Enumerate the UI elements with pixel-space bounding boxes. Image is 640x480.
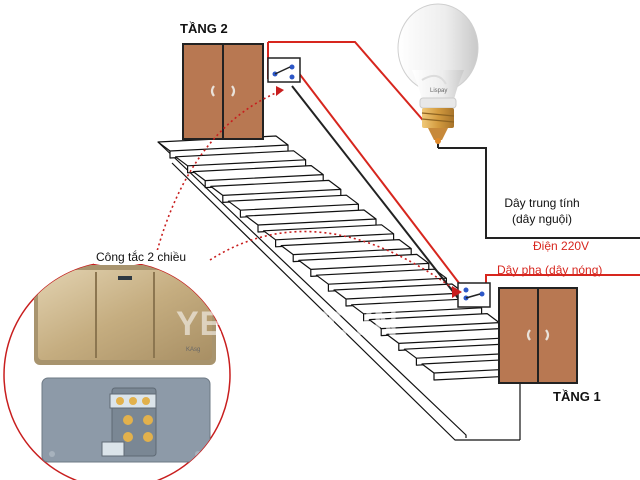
neutral-wire-label-line2: (dây nguội)	[511, 212, 573, 226]
staircase	[157, 135, 553, 441]
door-icon	[182, 43, 264, 140]
wire-to-bulb-red	[268, 41, 436, 135]
switch-caption: Công tắc 2 chiều	[94, 250, 189, 264]
connector-arrows	[155, 91, 459, 293]
stair-steps	[157, 135, 553, 381]
wire-traveler-1	[297, 71, 463, 288]
arrow-to-top-switch	[155, 91, 279, 256]
wire-traveler-2	[291, 85, 459, 299]
wires	[267, 41, 640, 299]
wire-neutral	[438, 147, 640, 239]
switch-bottom-floor-1	[457, 282, 491, 308]
neutral-wire-label-line1: Dây trung tính	[504, 196, 580, 210]
switch-brand-label: KAsg	[186, 347, 201, 353]
wire-phase-in	[485, 274, 640, 289]
light-bulb-icon	[397, 3, 479, 144]
arrow-to-bottom-switch	[209, 230, 459, 293]
door-icon	[498, 287, 578, 384]
watermark: YENPHAT.VN	[176, 305, 399, 343]
stair-left-edge	[157, 141, 467, 438]
phase-wire-label: Dây pha (dây nóng)	[497, 263, 603, 277]
floor-1-label: TẦNG 1	[553, 389, 601, 404]
floor-2-label: TẦNG 2	[180, 21, 228, 36]
switch-top-floor-2	[267, 57, 301, 83]
arrowhead	[276, 86, 284, 96]
power-label: Điện 220V	[533, 239, 590, 253]
bulb-brand-label: Lispay	[430, 88, 448, 94]
stair-underside	[171, 162, 520, 441]
arrowhead	[452, 286, 462, 298]
switch-photo	[3, 261, 231, 480]
